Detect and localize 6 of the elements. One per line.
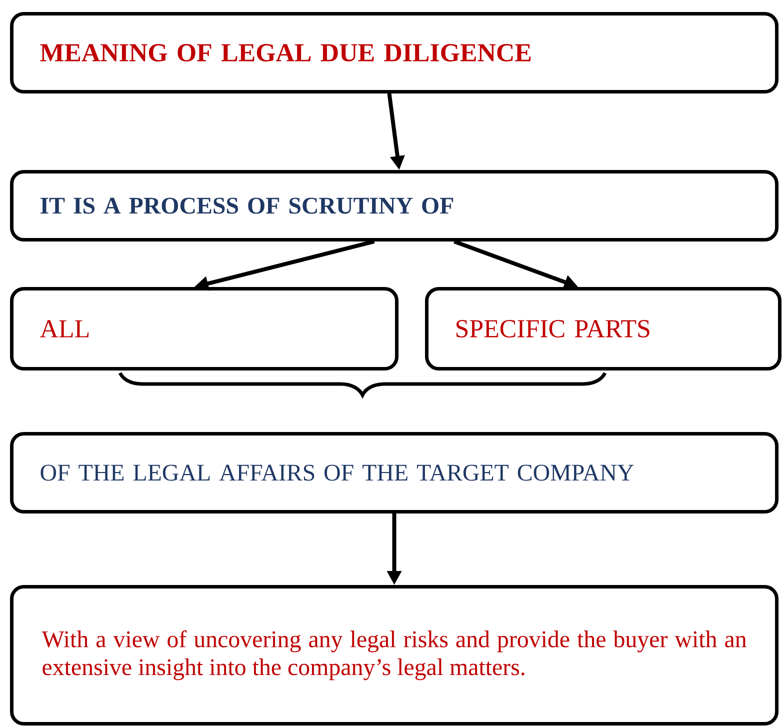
text-box: IT IS A PROCESS OF SCRUTINY OF <box>10 170 779 242</box>
text-box: MEANING OF LEGAL DUE DILIGENCE <box>10 12 779 94</box>
text-box: SPECIFIC PARTS <box>425 287 782 370</box>
text-box: ALL <box>10 287 398 370</box>
text-box: OF THE LEGAL AFFAIRS OF THE TARGET COMPANY <box>10 432 779 514</box>
text-box: With a view of uncovering any legal risks and provide the buyer with an extensive insight into the company’s legal matters. <box>10 585 779 726</box>
